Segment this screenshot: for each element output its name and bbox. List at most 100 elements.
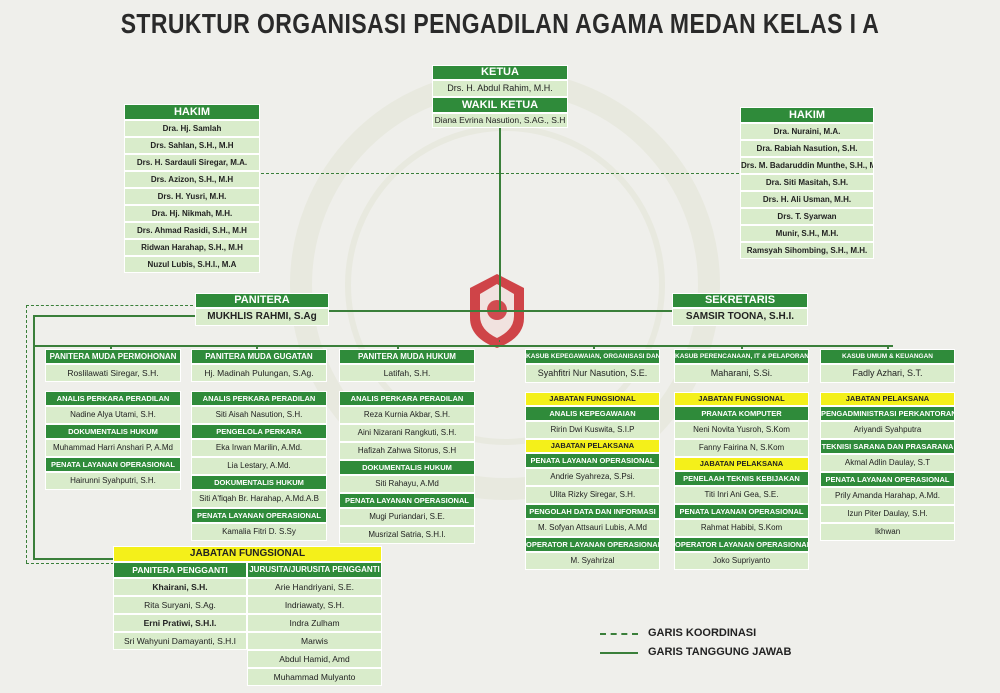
wakil-header: WAKIL KETUA <box>432 97 568 113</box>
group-header: PENATA LAYANAN OPERASIONAL <box>45 457 181 472</box>
group-member: Hairunni Syahputri, S.H. <box>45 472 181 490</box>
panitera-muda-header: PANITERA MUDA PERMOHONAN <box>45 349 181 364</box>
hakim-member: Drs. Sahlan, S.H., M.H <box>124 137 260 154</box>
group-member: Fanny Fairina N, S.Kom <box>674 439 809 457</box>
sekretaris-name: SAMSIR TOONA, S.H.I. <box>672 308 808 326</box>
jurusita-member: Muhammad Mulyanto <box>247 668 382 686</box>
panitera-muda-name: Hj. Madinah Pulungan, S.Ag. <box>191 364 327 382</box>
group-member: Rahmat Habibi, S.Kom <box>674 519 809 537</box>
jabatan-header: JABATAN PELAKSANA <box>820 392 955 406</box>
hakim-member: Dra. Nuraini, M.A. <box>740 123 874 140</box>
responsibility-line <box>499 127 501 310</box>
panitera-pengganti-header: PANITERA PENGGANTI <box>113 562 247 578</box>
panitera-muda-header: PANITERA MUDA GUGATAN <box>191 349 327 364</box>
jurusita-member: Indra Zulham <box>247 614 382 632</box>
group-member: Prily Amanda Harahap, A.Md. <box>820 487 955 505</box>
group-header: PENATA LAYANAN OPERASIONAL <box>339 493 475 508</box>
group-header: PRANATA KOMPUTER <box>674 406 809 421</box>
group-member: Mugi Puriandari, S.E. <box>339 508 475 526</box>
responsibility-line <box>33 315 195 317</box>
panitera-pengganti-member: Khairani, S.H. <box>113 578 247 596</box>
jabatan-header: JABATAN FUNGSIONAL <box>674 392 809 406</box>
panitera-muda-name: Roslilawati Siregar, S.H. <box>45 364 181 382</box>
hakim-member: Drs. H. Sardauli Siregar, M.A. <box>124 154 260 171</box>
hakim-member: Dra. Hj. Nikmah, M.H. <box>124 205 260 222</box>
kasub-name: Syahfitri Nur Nasution, S.E. <box>525 364 660 383</box>
responsibility-line <box>887 345 889 349</box>
group-member: Joko Supriyanto <box>674 552 809 570</box>
responsibility-line <box>110 345 112 349</box>
legend-tanggung-jawab: GARIS TANGGUNG JAWAB <box>648 646 792 658</box>
kasub-header: KASUB KEPEGAWAIAN, ORGANISASI DAN TATA L… <box>525 349 660 364</box>
group-header: DOKUMENTALIS HUKUM <box>45 424 181 439</box>
hakim-member: Drs. H. Yusri, M.H. <box>124 188 260 205</box>
sekretaris-header: SEKRETARIS <box>672 293 808 308</box>
hakim-member: Drs. M. Badaruddin Munthe, S.H., M.H. <box>740 157 874 174</box>
group-header: ANALIS PERKARA PERADILAN <box>45 391 181 406</box>
coordination-line <box>26 305 27 563</box>
group-header: PENATA LAYANAN OPERASIONAL <box>820 472 955 487</box>
hakim-member: Dra. Rabiah Nasution, S.H. <box>740 140 874 157</box>
hakim-member: Nuzul Lubis, S.H.I., M.A <box>124 256 260 273</box>
page-title: STRUKTUR ORGANISASI PENGADILAN AGAMA MED… <box>120 8 880 39</box>
legend-solid-line <box>600 652 638 654</box>
responsibility-line <box>33 558 115 560</box>
hakim-member: Drs. Azizon, S.H., M.H <box>124 171 260 188</box>
group-header: PENATA LAYANAN OPERASIONAL <box>674 504 809 519</box>
coordination-line <box>26 563 114 564</box>
hakim-member: Dra. Siti Masitah, S.H. <box>740 174 874 191</box>
wakil-name: Diana Evrina Nasution, S.AG., S.H <box>432 113 568 128</box>
jurusita-header: JURUSITA/JURUSITA PENGGANTI <box>247 562 382 578</box>
group-header: PENATA LAYANAN OPERASIONAL <box>525 453 660 468</box>
group-header: ANALIS PERKARA PERADILAN <box>339 391 475 406</box>
hakim-member: Drs. T. Syarwan <box>740 208 874 225</box>
watermark-inner-ring <box>345 125 665 445</box>
jurusita-member: Abdul Hamid, Amd <box>247 650 382 668</box>
group-member: Akmal Adlin Daulay, S.T <box>820 454 955 472</box>
ketua-header: KETUA <box>432 65 568 80</box>
ketua-name: Drs. H. Abdul Rahim, M.H. <box>432 80 568 97</box>
jabatan-fungsional-header: JABATAN FUNGSIONAL <box>113 546 382 562</box>
group-member: Izun Piter Daulay, S.H. <box>820 505 955 523</box>
hakim-header: HAKIM <box>124 104 260 120</box>
kasub-name: Maharani, S.Si. <box>674 364 809 383</box>
responsibility-line <box>593 345 595 349</box>
hakim-header: HAKIM <box>740 107 874 123</box>
group-member: Titi Inri Ani Gea, S.E. <box>674 486 809 504</box>
group-member: Neni Novita Yusroh, S.Kom <box>674 421 809 439</box>
group-member: M. Syahrizal <box>525 552 660 570</box>
group-header: PENGELOLA PERKARA <box>191 424 327 439</box>
responsibility-line <box>33 315 35 560</box>
group-member: Siti Aisah Nasution, S.H. <box>191 406 327 424</box>
panitera-name: MUKHLIS RAHMI, S.Ag <box>195 308 329 326</box>
group-member: Aini Nizarani Rangkuti, S.H. <box>339 424 475 442</box>
hakim-member: Ridwan Harahap, S.H., M.H <box>124 239 260 256</box>
group-member: Lia Lestary, A.Md. <box>191 457 327 475</box>
group-header: OPERATOR LAYANAN OPERASIONAL <box>525 537 660 552</box>
group-member: Muhammad Harri Anshari P, A.Md <box>45 439 181 457</box>
jabatan-header: JABATAN FUNGSIONAL <box>525 392 660 406</box>
jabatan-header: JABATAN PELAKSANA <box>525 439 660 453</box>
panitera-header: PANITERA <box>195 293 329 308</box>
group-header: PENGOLAH DATA DAN INFORMASI <box>525 504 660 519</box>
hakim-member: Ramsyah Sihombing, S.H., M.H. <box>740 242 874 259</box>
responsibility-line <box>256 345 258 349</box>
group-header: TEKNISI SARANA DAN PRASARANA <box>820 439 955 454</box>
kasub-header: KASUB PERENCANAAN, IT & PELAPORAN <box>674 349 809 364</box>
panitera-pengganti-member: Erni Pratiwi, S.H.I. <box>113 614 247 632</box>
panitera-muda-header: PANITERA MUDA HUKUM <box>339 349 475 364</box>
group-header: PENGADMINISTRASI PERKANTORAN <box>820 406 955 421</box>
group-header: PENATA LAYANAN OPERASIONAL <box>191 508 327 523</box>
responsibility-line <box>397 345 399 349</box>
group-member: Eka Irwan Marilin, A.Md. <box>191 439 327 457</box>
group-member: Ulita Rizky Siregar, S.H. <box>525 486 660 504</box>
panitera-muda-name: Latifah, S.H. <box>339 364 475 382</box>
group-member: Andrie Syahreza, S.Psi. <box>525 468 660 486</box>
group-header: ANALIS KEPEGAWAIAN <box>525 406 660 421</box>
group-member: Ariyandi Syahputra <box>820 421 955 439</box>
group-member: M. Sofyan Attsauri Lubis, A.Md <box>525 519 660 537</box>
hakim-member: Drs. Ahmad Rasidi, S.H., M.H <box>124 222 260 239</box>
jurusita-member: Indriawaty, S.H. <box>247 596 382 614</box>
group-header: OPERATOR LAYANAN OPERASIONAL <box>674 537 809 552</box>
responsibility-line <box>499 340 500 342</box>
